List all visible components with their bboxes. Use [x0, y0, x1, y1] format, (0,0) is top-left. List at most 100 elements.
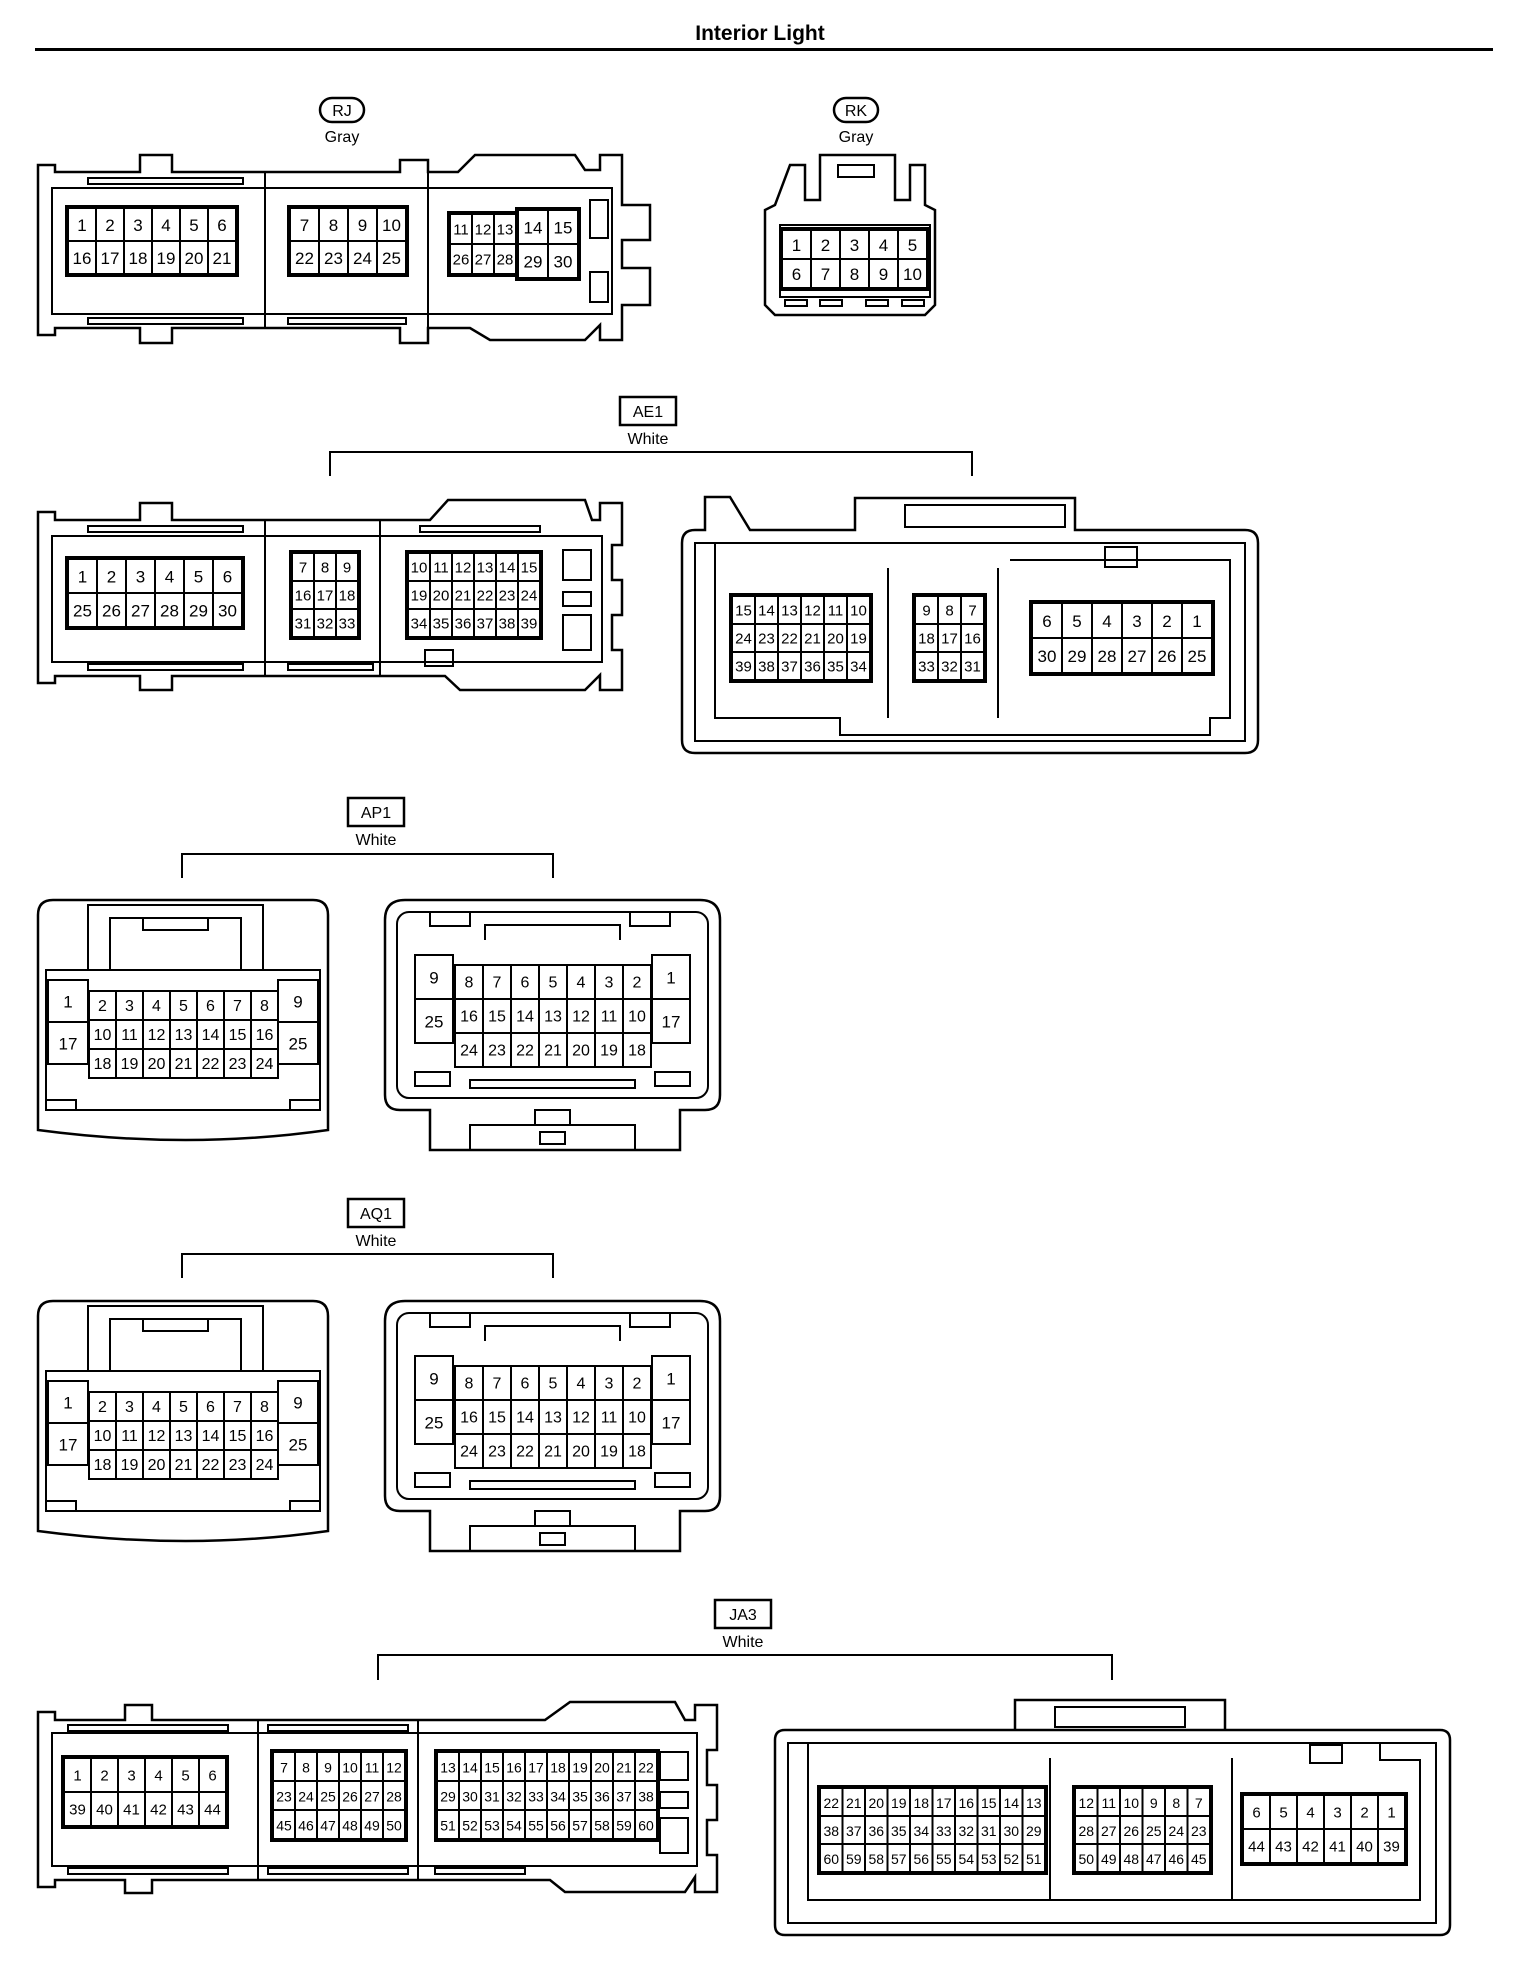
code-label-ja3: JA3 — [729, 1607, 757, 1624]
pin-number: 23 — [488, 1043, 506, 1060]
bracket-ap1 — [181, 853, 554, 878]
pin-number: 27 — [131, 602, 150, 621]
pin-number: 30 — [218, 602, 237, 621]
pin-cell — [622, 1433, 652, 1469]
pin-cell — [781, 258, 812, 289]
pin-number: 49 — [364, 1818, 380, 1834]
rk-latch-top — [837, 164, 875, 178]
pin-number: 2 — [633, 975, 642, 992]
pin-number: 11 — [121, 1027, 138, 1044]
pin-cell — [63, 1791, 92, 1827]
pin-number: 21 — [175, 1056, 193, 1073]
pin-number: 14 — [758, 603, 775, 620]
pin-number: 8 — [260, 1399, 269, 1416]
pin-number: 30 — [1038, 647, 1057, 666]
pin-cell — [1350, 1828, 1379, 1864]
pin-number: 46 — [1168, 1851, 1184, 1867]
pin-cell — [1151, 637, 1183, 674]
pin-number: 17 — [662, 1414, 681, 1433]
pin-number: 4 — [577, 975, 586, 992]
pin-number: 58 — [594, 1818, 610, 1834]
pin-number: 1 — [78, 568, 87, 587]
pin-cell — [250, 1420, 279, 1451]
pin-number: 1 — [666, 1370, 675, 1389]
pin-cell — [510, 1032, 540, 1068]
rk-bottom-slots — [784, 299, 925, 307]
pin-number: 13 — [497, 222, 514, 239]
pin-number: 10 — [94, 1027, 112, 1044]
pin-number: 53 — [484, 1818, 500, 1834]
plug-foot-left — [45, 1500, 77, 1512]
pin-cell — [196, 1391, 225, 1422]
pin-number: 12 — [475, 222, 492, 239]
pin-number: 5 — [908, 236, 917, 255]
pin-number: 3 — [125, 1399, 134, 1416]
pin-number: 21 — [455, 588, 472, 605]
plug-latch — [87, 904, 264, 970]
slot-ja3-left-4 — [267, 1867, 409, 1875]
pin-number: 36 — [455, 616, 472, 633]
pin-number: 5 — [194, 568, 203, 587]
code-box-ap1 — [346, 796, 406, 828]
pin-cell — [1377, 1794, 1406, 1830]
pin-number: 4 — [165, 568, 174, 587]
pin-number: 1 — [77, 216, 86, 235]
pin-number: 22 — [638, 1760, 654, 1776]
pin-number: 32 — [506, 1789, 522, 1805]
pin-number: 24 — [460, 1444, 478, 1461]
color-label-aq1: White — [356, 1233, 397, 1250]
pin-number: 28 — [160, 602, 179, 621]
plug-foot-left — [414, 1472, 451, 1488]
pin-number: 15 — [735, 603, 752, 620]
pin-number: 23 — [229, 1457, 247, 1474]
pin-number: 13 — [544, 1410, 562, 1427]
pin-cell — [960, 651, 985, 681]
pin-number: 24 — [298, 1789, 314, 1805]
pin-number: 21 — [804, 631, 821, 648]
pin-cell — [154, 592, 185, 628]
pin-number: 21 — [616, 1760, 632, 1776]
plug-foot-right — [289, 1099, 321, 1111]
plug-bottom-latch — [469, 1109, 636, 1150]
pin-cell — [566, 964, 596, 1000]
pin-number: 19 — [850, 631, 867, 648]
pin-number: 51 — [440, 1818, 456, 1834]
pin-number: 7 — [821, 265, 830, 284]
pin-number: 34 — [411, 616, 428, 633]
pin-cell — [90, 1791, 119, 1827]
pin-number: 5 — [1072, 612, 1081, 631]
pin-cell — [1091, 637, 1123, 674]
pin-number: 22 — [516, 1043, 534, 1060]
pin-number: 5 — [549, 1376, 558, 1393]
pin-cell — [810, 258, 841, 289]
pin-number: 45 — [1191, 1851, 1207, 1867]
pin-number: 7 — [299, 560, 307, 577]
pin-number: 55 — [528, 1818, 544, 1834]
pin-number: 10 — [411, 560, 428, 577]
pin-number: 47 — [320, 1818, 336, 1834]
pin-cell — [1181, 602, 1213, 639]
pin-number: 5 — [549, 975, 558, 992]
pin-number: 19 — [121, 1056, 139, 1073]
pin-number: 33 — [936, 1823, 952, 1839]
pin-number: 16 — [964, 631, 981, 648]
pin-number: 39 — [1383, 1839, 1400, 1856]
pin-cell — [207, 240, 237, 275]
code-label-aq1: AQ1 — [360, 1206, 392, 1223]
plug-key-right — [629, 911, 671, 927]
pin-cell — [198, 1791, 227, 1827]
pin-number: 21 — [544, 1444, 562, 1461]
pin-cell — [482, 1433, 512, 1469]
pin-number: 26 — [453, 252, 470, 269]
pin-number: 14 — [516, 1410, 534, 1427]
